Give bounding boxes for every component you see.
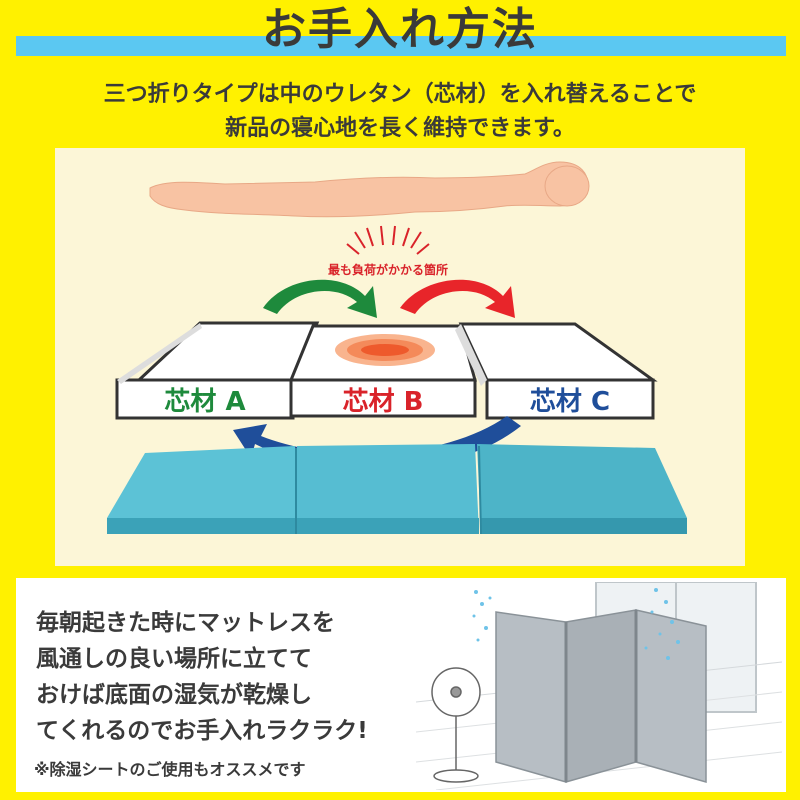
pressure-lines-icon	[346, 225, 430, 255]
tip-line-2: 風通しの良い場所に立てて	[36, 646, 312, 672]
subtitle-line-2: 新品の寝心地を長く維持できます。	[225, 116, 575, 141]
dehumidifier-note: ※除湿シートのご使用もオススメです	[34, 760, 306, 779]
electric-fan-icon	[431, 667, 481, 783]
title-underline-bar	[16, 36, 786, 56]
core-b-label: 芯材 B	[343, 387, 424, 417]
core-rotation-illustration: 最も負荷がかかる箇所 芯材 A 芯材 B	[55, 148, 745, 566]
red-arrow-icon	[400, 279, 515, 318]
person-lying-icon	[149, 161, 590, 218]
standing-mattress-with-fan-illustration	[416, 582, 782, 790]
tip-line-4: てくれるのでお手入れラクラク!	[36, 718, 368, 744]
core-c-label: 芯材 C	[530, 387, 610, 417]
load-label: 最も負荷がかかる箇所	[328, 262, 448, 277]
subtitle-line-1: 三つ折りタイプは中のウレタン（芯材）を入れ替えることで	[103, 82, 697, 107]
core-b-block: 芯材 B	[288, 324, 477, 418]
trifold-mattress	[107, 444, 687, 535]
tip-line-1: 毎朝起きた時にマットレスを	[36, 610, 335, 636]
core-a-block: 芯材 A	[115, 321, 320, 420]
standing-mattress-icon	[495, 609, 707, 783]
tip-line-3: おけば底面の湿気が乾燥し	[36, 682, 312, 708]
core-c-block: 芯材 C	[455, 322, 658, 420]
green-arrow-icon	[263, 279, 377, 318]
core-a-label: 芯材 A	[164, 387, 245, 417]
page-title: お手入れ方法	[262, 4, 538, 55]
ventilation-section: 毎朝起きた時にマットレスを 風通しの良い場所に立てて おけば底面の湿気が乾燥し …	[16, 578, 786, 792]
airflow-icon	[472, 588, 680, 660]
